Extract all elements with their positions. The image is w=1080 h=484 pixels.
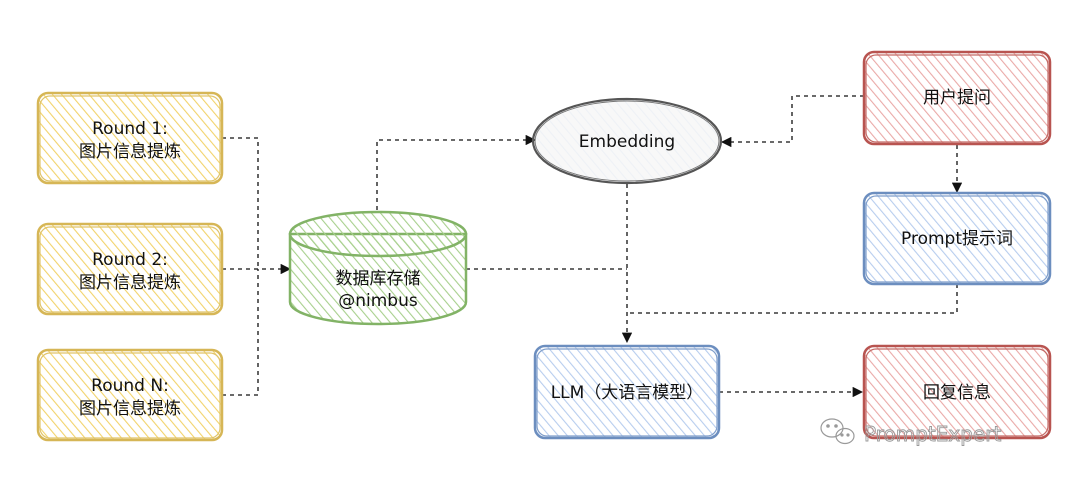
roundn-node: Round N: 图片信息提炼	[36, 348, 224, 442]
prompt-label: Prompt提示词	[901, 229, 1013, 249]
edge-prompt-to-llm	[627, 284, 958, 314]
database-subtitle: @nimbus	[338, 291, 418, 311]
database-node: 数据库存储 @nimbus	[288, 210, 468, 326]
user-query-node: 用户提问	[862, 50, 1052, 146]
edge-userquery-to-embedding	[720, 95, 864, 148]
round1-node: Round 1: 图片信息提炼	[36, 91, 224, 185]
roundn-title: Round N:	[91, 376, 169, 396]
reply-node: 回复信息	[862, 344, 1052, 440]
watermark: PromptExpert	[820, 418, 1002, 446]
reply-label: 回复信息	[923, 383, 991, 403]
round1-subtitle: 图片信息提炼	[79, 142, 181, 162]
edge-round1-to-bus	[222, 137, 259, 269]
edge-database-to-embedding	[376, 134, 537, 210]
roundn-subtitle: 图片信息提炼	[79, 399, 181, 419]
edges	[222, 95, 963, 398]
user-query-label: 用户提问	[923, 88, 991, 108]
wechat-icon	[820, 418, 855, 445]
round2-subtitle: 图片信息提炼	[79, 273, 181, 293]
round1-title: Round 1:	[92, 119, 168, 139]
database-title: 数据库存储	[336, 269, 421, 289]
edge-roundn-to-bus	[222, 269, 259, 396]
prompt-node: Prompt提示词	[862, 191, 1052, 286]
round2-node: Round 2: 图片信息提炼	[36, 222, 224, 316]
round2-title: Round 2:	[92, 250, 168, 270]
llm-label: LLM（大语言模型）	[551, 383, 704, 403]
watermark-text: PromptExpert	[864, 422, 1001, 446]
embedding-label: Embedding	[579, 132, 675, 152]
llm-node: LLM（大语言模型）	[533, 344, 721, 440]
embedding-node: Embedding	[531, 97, 723, 185]
